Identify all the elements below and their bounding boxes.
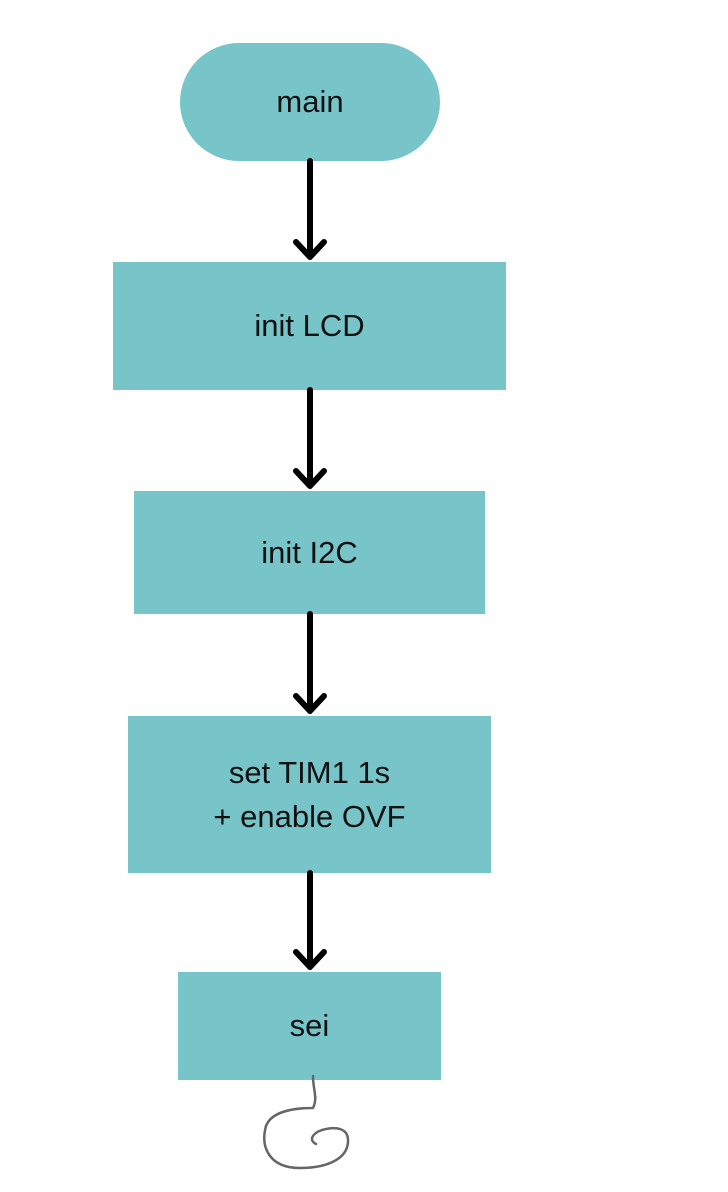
start-node-label: main bbox=[276, 84, 344, 120]
step-init-i2c: init I2C bbox=[134, 491, 485, 614]
arrow-main-to-init-lcd bbox=[293, 158, 327, 260]
step-set-timer-line-2: + enable OVF bbox=[213, 798, 406, 834]
step-set-timer-line-1: set TIM1 1s bbox=[228, 755, 391, 791]
arrow-init-i2c-to-set-timer bbox=[293, 611, 327, 714]
step-set-timer: set TIM1 1s + enable OVF bbox=[128, 716, 491, 873]
step-init-lcd-label: init LCD bbox=[254, 308, 365, 344]
step-init-i2c-label: init I2C bbox=[261, 534, 358, 570]
step-sei: sei bbox=[178, 972, 441, 1080]
hand-drawn-scribble bbox=[263, 1074, 350, 1170]
step-sei-label: sei bbox=[289, 1008, 330, 1044]
arrow-set-timer-to-sei bbox=[293, 870, 327, 970]
arrow-init-lcd-to-init-i2c bbox=[293, 387, 327, 489]
start-node-main: main bbox=[180, 43, 440, 161]
step-init-lcd: init LCD bbox=[113, 262, 506, 390]
